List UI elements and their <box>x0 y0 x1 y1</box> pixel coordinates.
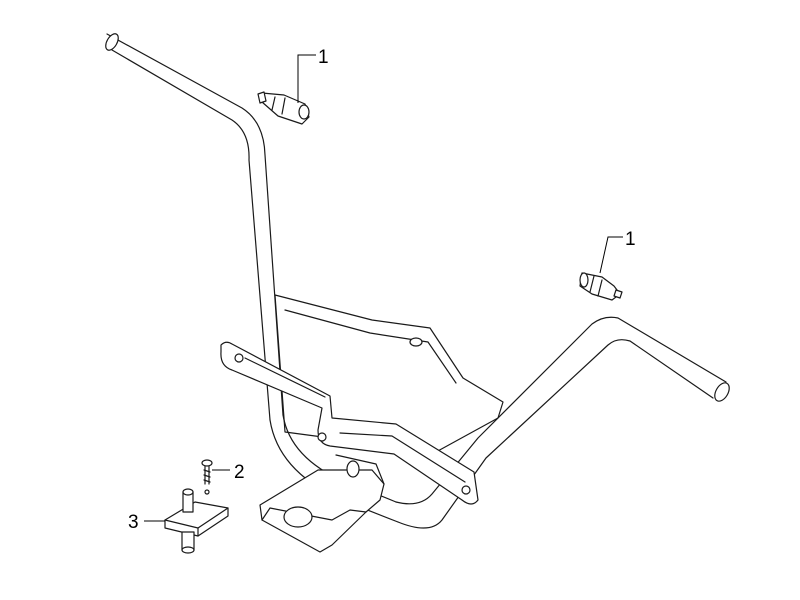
callout-1-top: 1 <box>318 47 329 68</box>
brace-hole-right <box>461 485 471 495</box>
part-2-screw <box>201 459 213 495</box>
clamp-top-hole <box>346 460 360 478</box>
callout-1-right: 1 <box>625 229 636 250</box>
cross-brace <box>220 341 479 505</box>
left-grip-end <box>105 33 119 51</box>
brace-hole-left <box>234 353 244 363</box>
part-1-connector-top <box>257 91 310 125</box>
brace-hole-center <box>317 432 327 442</box>
part-3-mounting-block <box>164 488 229 554</box>
clamp-bore <box>283 506 313 528</box>
lower-clamp <box>259 454 385 553</box>
right-grip-end <box>714 382 730 402</box>
leader-1-top <box>297 54 316 103</box>
callout-3: 3 <box>128 512 139 533</box>
leader-1-right <box>599 236 623 274</box>
part-1-connector-right <box>579 272 623 301</box>
callout-2: 2 <box>234 462 245 483</box>
